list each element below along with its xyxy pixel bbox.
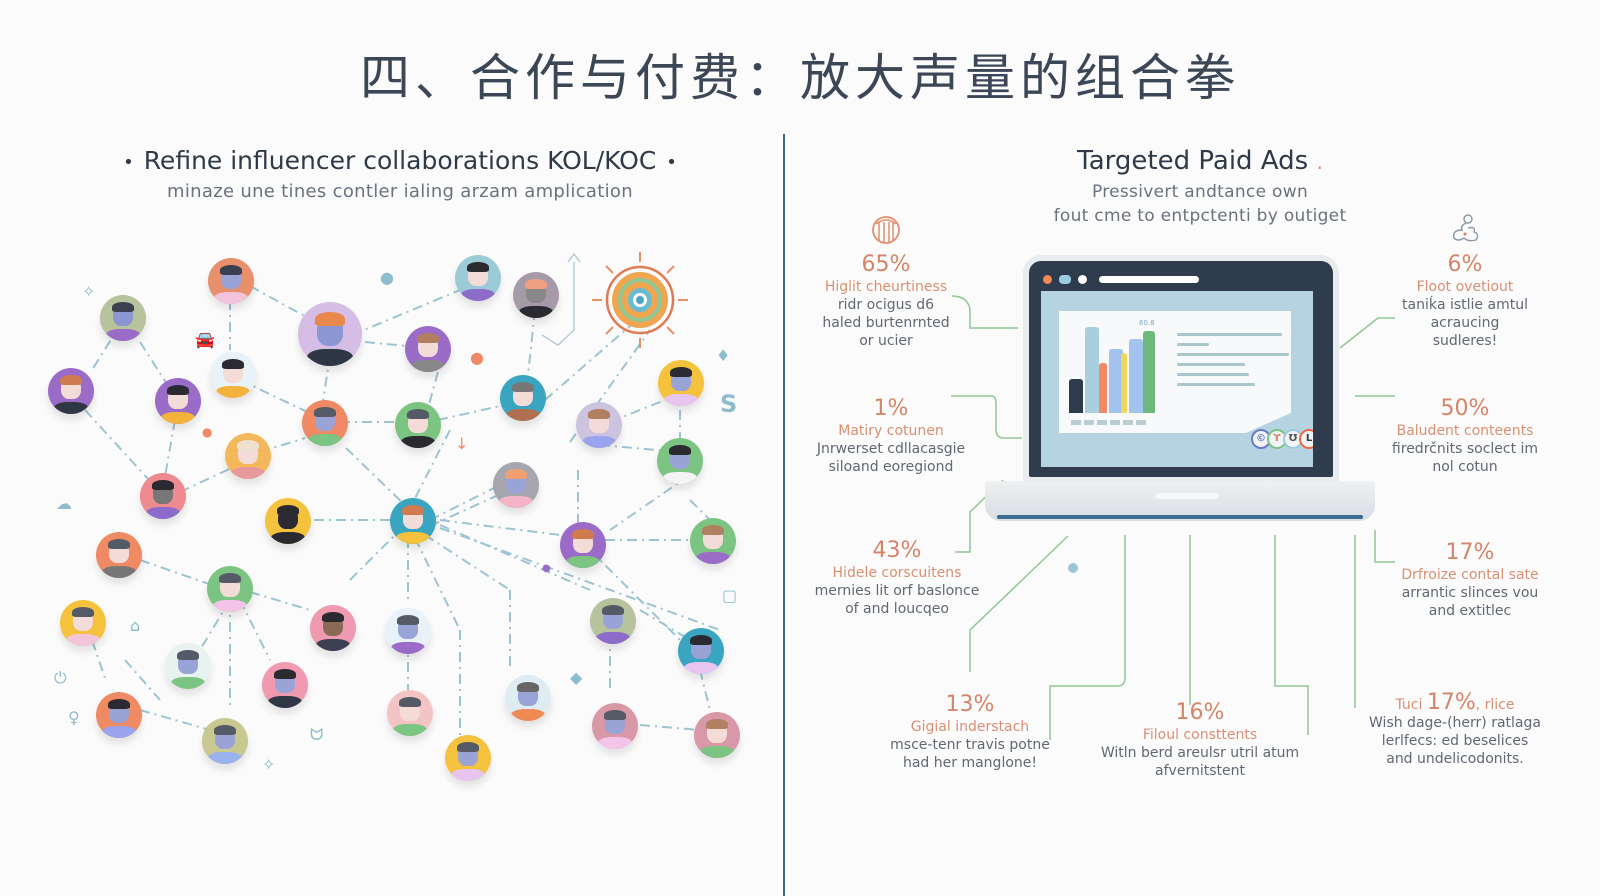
influencer-avatar[interactable] xyxy=(140,473,186,519)
paid-ads-section-header: Targeted Paid Ads . Pressivert andtance … xyxy=(1000,146,1400,228)
slide-title: 四、合作与付费：放大声量的组合拳 xyxy=(360,49,1240,107)
sparkle-icon: ✧ xyxy=(82,282,96,301)
diamond-icon: ◆ xyxy=(570,668,583,687)
influencer-avatar[interactable] xyxy=(385,608,431,654)
influencer-avatar[interactable] xyxy=(96,692,142,738)
clock-badge-icon: L xyxy=(1299,429,1313,449)
social-badges: © ϒ Ʊ L xyxy=(1251,429,1313,449)
influencer-avatar[interactable] xyxy=(60,600,106,646)
diamond-icon: ♦ xyxy=(716,346,731,365)
paid-ads-subheading: Pressivert andtance own fout cme to entp… xyxy=(1053,182,1347,226)
bracket-arrow-icon xyxy=(541,262,575,346)
influencer-avatar[interactable] xyxy=(592,703,638,749)
stat-16-percent: 16% Filoul consttents Witln berd areulsr… xyxy=(1100,700,1300,779)
influencer-avatar[interactable] xyxy=(210,352,256,398)
stat-50-percent: 50% Baludent conteents firedrčnits socle… xyxy=(1391,396,1539,475)
stat-65-percent: 65% Higlit cheurtiness ridr ocigus d6 ha… xyxy=(806,212,966,350)
influencer-heading: Refine influencer collaborations KOL/KOC xyxy=(143,146,657,175)
influencer-avatar[interactable] xyxy=(455,255,501,301)
car-icon: 🚘 xyxy=(195,330,215,349)
stat-13-percent: 13% Gigial inderstach msce-tenr travis p… xyxy=(890,692,1050,771)
laptop-ad-illustration: 60.8 © ϒ Ʊ xyxy=(985,255,1375,535)
influencer-avatar[interactable] xyxy=(155,378,201,424)
bullet-icon: • xyxy=(666,151,677,173)
stat-17-percent: 17% Drfroize contal sate arrantic slince… xyxy=(1401,540,1539,619)
sparkle-icon: ✧ xyxy=(262,755,276,774)
report-sheet: 60.8 xyxy=(1059,311,1291,433)
influencer-avatar[interactable] xyxy=(560,522,606,568)
paid-ads-heading: Targeted Paid Ads xyxy=(1077,146,1309,176)
laptop-screen: 60.8 © ϒ Ʊ xyxy=(1041,291,1313,467)
influencer-avatar[interactable] xyxy=(678,628,724,674)
stat-6-percent: 6% Floot ovetiout taniḱa istlie amtul ac… xyxy=(1390,212,1540,350)
influencer-avatar[interactable] xyxy=(493,462,539,508)
stat-43-percent: 43% Hidele corscuitens mernies lit orf b… xyxy=(814,538,980,617)
network-links xyxy=(84,252,721,740)
influencer-avatar[interactable] xyxy=(298,302,362,366)
influencer-avatar[interactable] xyxy=(576,402,622,448)
target-sun-icon xyxy=(592,252,688,348)
badge-icon: Ʊ xyxy=(1283,429,1303,449)
bullet-icon: • xyxy=(123,151,134,173)
bar-chart: 60.8 xyxy=(1069,317,1169,413)
chat-icon: ▢ xyxy=(722,586,738,605)
dot-icon: ● xyxy=(202,425,213,439)
influencer-avatar[interactable] xyxy=(265,498,311,544)
influencer-avatar[interactable] xyxy=(657,438,703,484)
influencer-avatar[interactable] xyxy=(500,375,546,421)
influencer-avatar[interactable] xyxy=(405,326,451,372)
panel-divider xyxy=(783,134,785,896)
stat-1-percent: 1% Matiry cotunen Jnrwerset cdllacasgie … xyxy=(816,396,966,475)
window-dot-icon xyxy=(1043,275,1052,284)
arrow-down-icon: ↓ xyxy=(455,434,469,453)
influencer-avatar[interactable] xyxy=(310,605,356,651)
cloud-icon: ☁ xyxy=(56,494,72,513)
influencer-avatar[interactable] xyxy=(395,402,441,448)
influencer-avatar[interactable] xyxy=(390,498,436,544)
influencer-avatar[interactable] xyxy=(694,712,740,758)
influencer-avatar[interactable] xyxy=(96,532,142,578)
influencer-avatar[interactable] xyxy=(207,566,253,612)
home-icon: ⌂ xyxy=(130,616,141,635)
tag-icon: ♀ xyxy=(68,708,80,727)
letter-s-icon: S xyxy=(720,390,738,418)
window-dot-icon xyxy=(1059,275,1071,284)
influencer-avatar[interactable] xyxy=(262,662,308,708)
influencer-avatar[interactable] xyxy=(690,518,736,564)
influencer-avatar[interactable] xyxy=(302,400,348,446)
power-icon: ⏻ xyxy=(54,668,67,687)
influencer-avatar[interactable] xyxy=(225,433,271,479)
globe-icon xyxy=(872,216,900,244)
influencer-section-header: • Refine influencer collaborations KOL/KO… xyxy=(100,146,700,202)
link-cloud-icon xyxy=(1452,214,1479,242)
influencer-avatar[interactable] xyxy=(387,690,433,736)
window-dot-icon xyxy=(1078,275,1087,284)
dot-icon: ● xyxy=(380,268,394,287)
influencer-avatar[interactable] xyxy=(48,368,94,414)
influencer-avatar[interactable] xyxy=(505,675,551,721)
influencer-network-diagram: ✧ ● 🚘 ● ● S ♦ ↓ ☁ ⌂ ⏻ ♀ ᗢ ✧ ▢ ◆ ● xyxy=(30,230,770,790)
influencer-avatar[interactable] xyxy=(658,360,704,406)
dot-icon: ● xyxy=(470,348,484,367)
stat-17-percent-bottom: Tuci 17%, rlice Wish dage-(herr) ratlaga… xyxy=(1369,690,1541,768)
influencer-avatar[interactable] xyxy=(513,272,559,318)
address-bar xyxy=(1099,276,1199,283)
influencer-avatar[interactable] xyxy=(202,718,248,764)
influencer-avatar[interactable] xyxy=(165,643,211,689)
cat-icon: ᗢ xyxy=(310,725,324,744)
influencer-avatar[interactable] xyxy=(445,735,491,781)
influencer-avatar[interactable] xyxy=(590,598,636,644)
influencer-avatar[interactable] xyxy=(100,295,146,341)
influencer-avatar[interactable] xyxy=(208,258,254,304)
dot-icon: ● xyxy=(542,563,551,574)
influencer-subheading: minaze une tines contler ialing arzam am… xyxy=(167,181,633,202)
